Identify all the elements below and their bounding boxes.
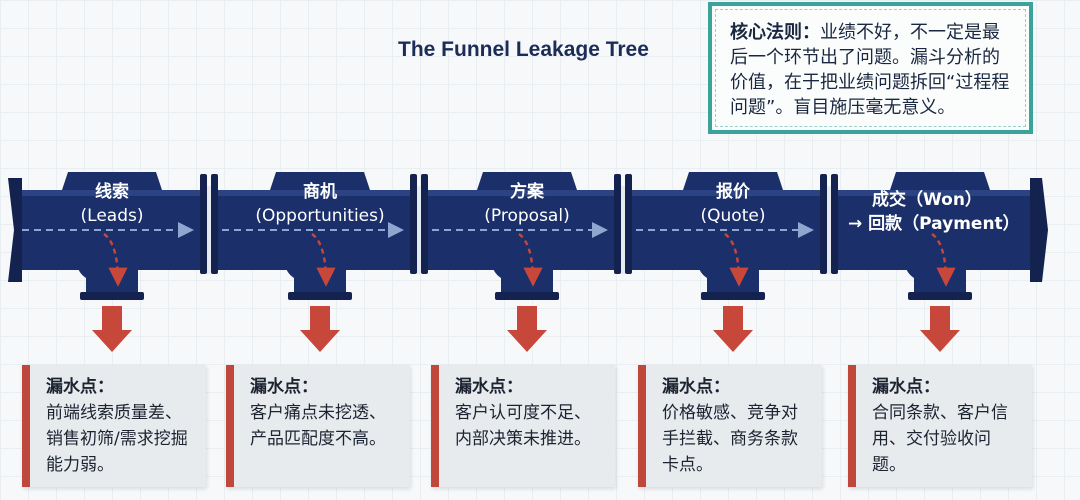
stage-label: 报价 (Quote) <box>653 180 813 228</box>
leak-elbow-flange <box>288 292 352 300</box>
leak-flow-arrow <box>931 233 956 287</box>
stage-hump <box>477 172 577 190</box>
leak-elbow-flange <box>495 292 559 300</box>
stage-label: 方案 (Proposal) <box>447 180 607 228</box>
leak-elbow <box>285 262 346 296</box>
leak-down-arrow <box>713 306 753 352</box>
stage-hump <box>890 172 990 190</box>
leak-point-text: 客户痛点未挖透、产品匹配度不高。 <box>250 403 386 449</box>
stage-name-zh: 商机 <box>303 182 337 202</box>
main-pipe-highlight <box>14 190 1034 196</box>
pipe-flange <box>831 174 838 274</box>
leak-point-heading: 漏水点： <box>662 377 730 397</box>
leak-flow-arrow <box>103 233 128 287</box>
stage-name-payment: → 回款（Payment） <box>848 214 1020 234</box>
stage-name-zh: 线索 <box>95 182 129 202</box>
leak-point-text: 前端线索质量差、销售初筛/需求挖掘能力弱。 <box>46 403 188 475</box>
stage-name-won: 成交（Won） <box>872 190 982 210</box>
leak-point-text: 客户认可度不足、内部决策未推进。 <box>455 403 591 449</box>
leak-point-text: 合同条款、客户信用、交付验收问题。 <box>872 403 1008 475</box>
leak-elbow <box>77 262 138 296</box>
pipe-flange <box>200 174 207 274</box>
stage-hump <box>270 172 370 190</box>
stage-name-en: (Opportunities) <box>255 206 385 226</box>
core-rule-prefix: 核心法则： <box>730 22 820 43</box>
leak-point-card: 漏水点： 合同条款、客户信用、交付验收问题。 <box>848 365 1032 487</box>
diagram-title: The Funnel Leakage Tree <box>398 38 649 61</box>
leak-elbow-flange <box>908 292 972 300</box>
leak-point-card: 漏水点： 客户认可度不足、内部决策未推进。 <box>431 365 615 487</box>
pipe-flange <box>820 174 827 274</box>
stage-name-en: (Proposal) <box>484 206 570 226</box>
leak-point-heading: 漏水点： <box>455 377 523 397</box>
pipe-flange <box>625 174 632 274</box>
stage-hump <box>62 172 162 190</box>
stage-label: 商机 (Opportunities) <box>240 180 400 228</box>
leak-elbow-flange <box>701 292 765 300</box>
stage-name-en: (Quote) <box>700 206 766 226</box>
core-rule-box: 核心法则：业绩不好，不一定是最后一个环节出了问题。漏斗分析的价值，在于把业绩问题… <box>708 2 1033 134</box>
leak-down-arrow <box>300 306 340 352</box>
core-rule-text: 业绩不好，不一定是最后一个环节出了问题。漏斗分析的价值，在于把业绩问题拆回“过程… <box>730 22 1010 118</box>
stage-hump <box>683 172 783 190</box>
leak-point-heading: 漏水点： <box>46 377 114 397</box>
leak-flow-arrow <box>724 233 749 287</box>
pipe-flange-gap <box>827 186 831 274</box>
pipe-left-cap <box>8 178 22 282</box>
leak-elbow <box>492 262 553 296</box>
leak-point-card: 漏水点： 价格敏感、竞争对手拦截、商务条款卡点。 <box>638 365 822 487</box>
leak-down-arrow <box>507 306 547 352</box>
pipe-flange-gap <box>621 186 625 274</box>
leak-elbow <box>905 262 966 296</box>
pipe-right-cap <box>1030 178 1048 282</box>
pipe-flange <box>614 174 621 274</box>
stage-label: 成交（Won） → 回款（Payment） <box>848 188 1038 236</box>
pipe-flange-gap <box>417 186 421 274</box>
leak-point-text: 价格敏感、竞争对手拦截、商务条款卡点。 <box>662 403 798 475</box>
leak-point-heading: 漏水点： <box>250 377 318 397</box>
leak-flow-arrow <box>311 233 336 287</box>
pipe-flange <box>421 174 428 274</box>
leak-elbow <box>698 262 759 296</box>
pipe-flange <box>211 174 218 274</box>
pipe-flange-gap <box>207 186 211 274</box>
leak-down-arrow <box>920 306 960 352</box>
leak-point-heading: 漏水点： <box>872 377 940 397</box>
stage-label: 线索 (Leads) <box>32 180 192 228</box>
leak-elbow-flange <box>80 292 144 300</box>
leak-point-card: 漏水点： 前端线索质量差、销售初筛/需求挖掘能力弱。 <box>22 365 206 487</box>
pipe-flange <box>410 174 417 274</box>
stage-name-en: (Leads) <box>80 206 144 226</box>
stage-name-zh: 报价 <box>716 182 750 202</box>
leak-flow-arrow <box>518 233 543 287</box>
leak-down-arrow <box>92 306 132 352</box>
stage-name-zh: 方案 <box>510 182 544 202</box>
leak-point-card: 漏水点： 客户痛点未挖透、产品匹配度不高。 <box>226 365 410 487</box>
